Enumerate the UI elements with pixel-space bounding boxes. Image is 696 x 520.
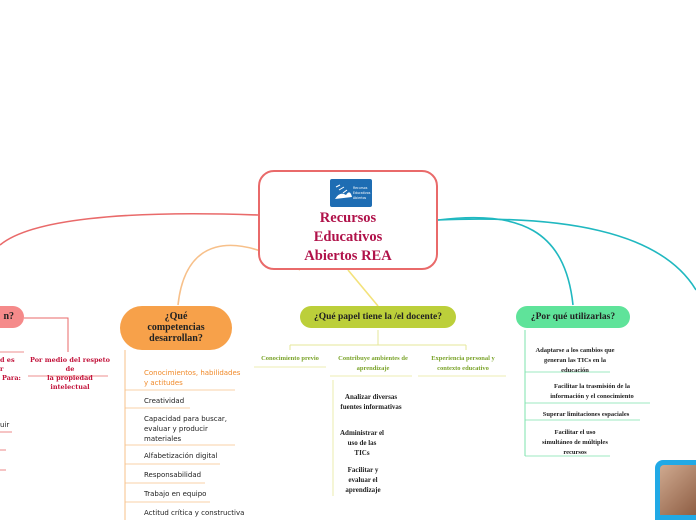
left-branch-title: n? bbox=[3, 311, 14, 322]
docente-col-2: Contribuye ambientes de aprendizaje bbox=[338, 355, 408, 372]
right-cut-image bbox=[655, 460, 696, 520]
porque-item-4: Facilitar el uso simultáneo de múltiples… bbox=[542, 429, 608, 456]
connector-docente bbox=[347, 269, 379, 307]
left-sub-label: Por medio del respeto de la propiedad in… bbox=[30, 356, 110, 392]
connector-left bbox=[0, 212, 259, 246]
competencias-title-2: competencias bbox=[147, 322, 205, 333]
left-item-3: Para: bbox=[2, 374, 21, 382]
logo-text-2: Educativos bbox=[353, 191, 371, 195]
left-sub-line bbox=[24, 317, 69, 352]
left-sub-label-1: Por medio del respeto de bbox=[30, 356, 111, 373]
center-title: Recursos Educativos Abiertos REA bbox=[260, 209, 436, 266]
porque-node[interactable]: ¿Por qué utilizarlas? bbox=[516, 306, 630, 328]
connector-porque bbox=[437, 216, 574, 306]
porque-title: ¿Por qué utilizarlas? bbox=[530, 312, 616, 322]
center-node[interactable]: Recursos Educativos Abiertos Recursos Ed… bbox=[258, 170, 438, 270]
docente-sub-3: Facilitar y evaluar el aprendizaje bbox=[345, 466, 381, 494]
left-item-2: r bbox=[0, 365, 4, 373]
competencia-item-6: Trabajo en equipo bbox=[144, 490, 207, 498]
competencia-item-3: Capacidad para buscar, evaluar y produci… bbox=[144, 415, 227, 443]
competencia-item-5: Responsabilidad bbox=[144, 471, 202, 479]
competencia-item-4: Alfabetización digital bbox=[144, 452, 218, 460]
docente-sub-1: Analizar diversas fuentes informativas bbox=[340, 393, 402, 411]
porque-item-1: Adaptarse a los cambios que generan las … bbox=[535, 347, 615, 374]
docente-col-1: Conocimiento previo bbox=[261, 355, 319, 362]
logo-text-3: Abiertos bbox=[353, 196, 367, 200]
competencias-title-3: desarrollan? bbox=[149, 333, 203, 344]
photo-icon bbox=[660, 465, 696, 515]
center-title-line-2: Educativos bbox=[313, 229, 383, 245]
competencias-node[interactable]: ¿Qué competencias desarrollan? bbox=[120, 306, 232, 350]
competencia-item-2: Creatividad bbox=[144, 397, 185, 405]
center-title-line-3: Abiertos REA bbox=[304, 248, 392, 264]
docente-sub-2: Administrar el uso de las TICs bbox=[340, 429, 385, 457]
center-title-line-1: Recursos bbox=[319, 210, 377, 226]
competencias-title-1: ¿Qué bbox=[164, 311, 188, 322]
connector-right bbox=[437, 218, 696, 291]
book-icon: Recursos Educativos Abiertos bbox=[335, 184, 371, 200]
competencia-item-7: Actitud crítica y constructiva bbox=[144, 509, 245, 517]
logo-text-1: Recursos bbox=[353, 186, 368, 190]
competencia-item-1: Conocimientos, habilidades y actitudes bbox=[144, 369, 241, 387]
docente-title: ¿Qué papel tiene la /el docente? bbox=[314, 312, 442, 322]
left-sub-label-2: la propiedad intelectual bbox=[47, 374, 93, 391]
rea-logo: Recursos Educativos Abiertos bbox=[330, 179, 372, 207]
left-item-4: uir bbox=[0, 421, 10, 429]
docente-node[interactable]: ¿Qué papel tiene la /el docente? bbox=[300, 306, 456, 328]
left-item-1: d es bbox=[0, 356, 15, 364]
porque-item-3: Superar limitaciones espaciales bbox=[542, 411, 630, 418]
left-branch-node[interactable]: n? bbox=[0, 306, 24, 328]
docente-col-3: Experiencia personal y contexto educativ… bbox=[431, 355, 495, 372]
porque-item-2: Facilitar la trasmisión de la informació… bbox=[550, 383, 634, 400]
